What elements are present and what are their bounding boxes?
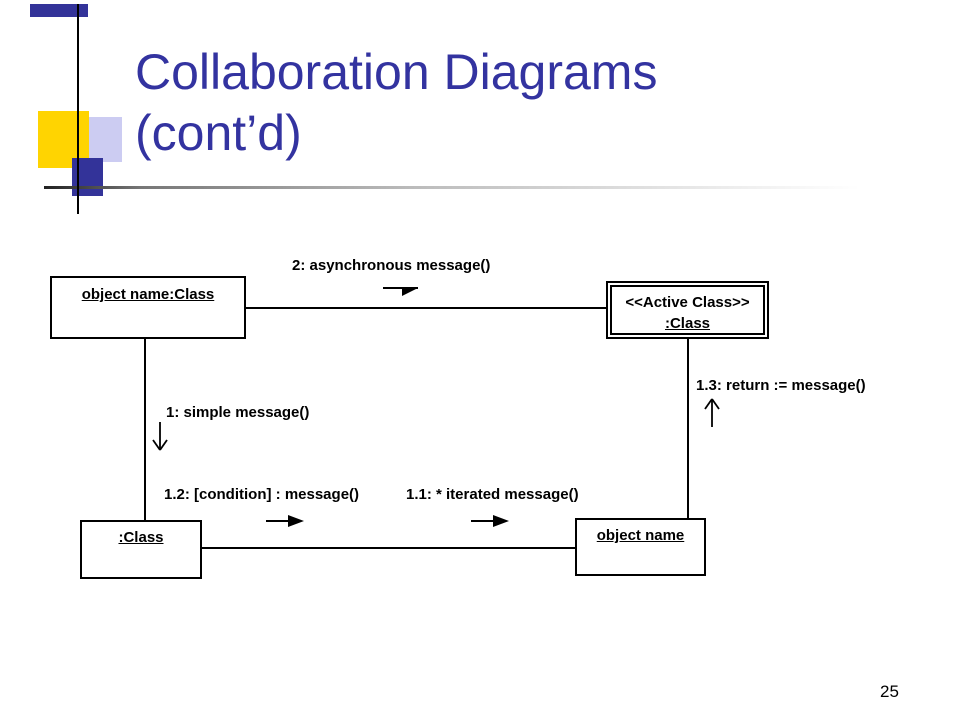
slide-title: Collaboration Diagrams (cont’d) [135, 42, 895, 164]
link-bottom-objects [202, 547, 575, 549]
link-left-objects [144, 339, 146, 520]
iterated-message-arrow-icon [471, 515, 509, 527]
message-label-conditional: 1.2: [condition] : message() [164, 486, 360, 503]
asynchronous-arrow-icon [383, 287, 418, 296]
object-box-bottom-right: object name [575, 518, 706, 576]
link-right-objects [687, 337, 689, 518]
object-box-bottom-left: :Class [80, 520, 202, 579]
slide-title-line1: Collaboration Diagrams [135, 44, 658, 100]
active-class-stereotype: <<Active Class>> [625, 294, 750, 311]
simple-message-down-arrow-icon [152, 422, 168, 451]
active-class-name: :Class [664, 315, 711, 332]
message-label-simple: 1: simple message() [166, 404, 310, 421]
decorative-vertical-line [77, 4, 79, 214]
object-box-top-left: object name:Class [50, 276, 246, 339]
message-label-return: 1.3: return := message() [696, 377, 866, 394]
decorative-underline-rule [44, 186, 860, 189]
slide-title-line2: (cont’d) [135, 105, 302, 161]
page-number: 25 [880, 682, 899, 701]
link-top-objects [246, 307, 606, 309]
decorative-square-top [30, 4, 88, 17]
conditional-message-arrow-icon [266, 515, 304, 527]
message-label-asynchronous: 2: asynchronous message() [292, 257, 491, 274]
object-name-label: object name:Class [81, 286, 215, 303]
message-label-iterated: 1.1: * iterated message() [406, 486, 579, 503]
return-message-up-arrow-icon [704, 398, 720, 427]
active-class-box: <<Active Class>> :Class [606, 281, 769, 339]
object-name-only-label: object name [596, 527, 685, 544]
class-name-label: :Class [118, 529, 164, 546]
